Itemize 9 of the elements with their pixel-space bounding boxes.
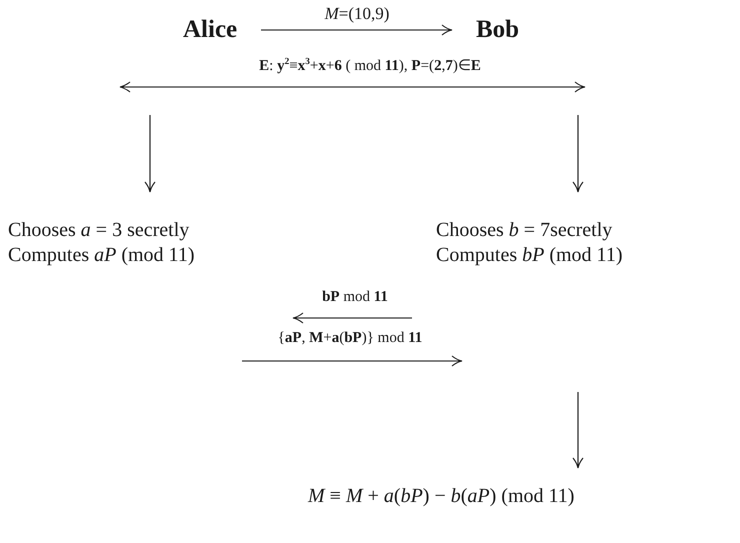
node-text: Chooses b = 7secretly — [436, 218, 614, 243]
node-text: M ≡ M + a(bP) − b(aP) (mod 11) — [308, 484, 574, 509]
node-text: Chooses a = 3 secretly — [8, 218, 190, 243]
party-name: Bob — [476, 15, 520, 45]
node-text: Computes aP (mod 11) — [8, 243, 194, 268]
node-text: Computes bP (mod 11) — [436, 243, 622, 268]
message-label: E: y$^{2}$≡x$^{3}$+x+6 ( mod 11), P=(2,7)∈E — [257, 57, 483, 76]
edge-label: M=(10,9) — [322, 4, 392, 24]
party-name: Alice — [183, 15, 238, 45]
